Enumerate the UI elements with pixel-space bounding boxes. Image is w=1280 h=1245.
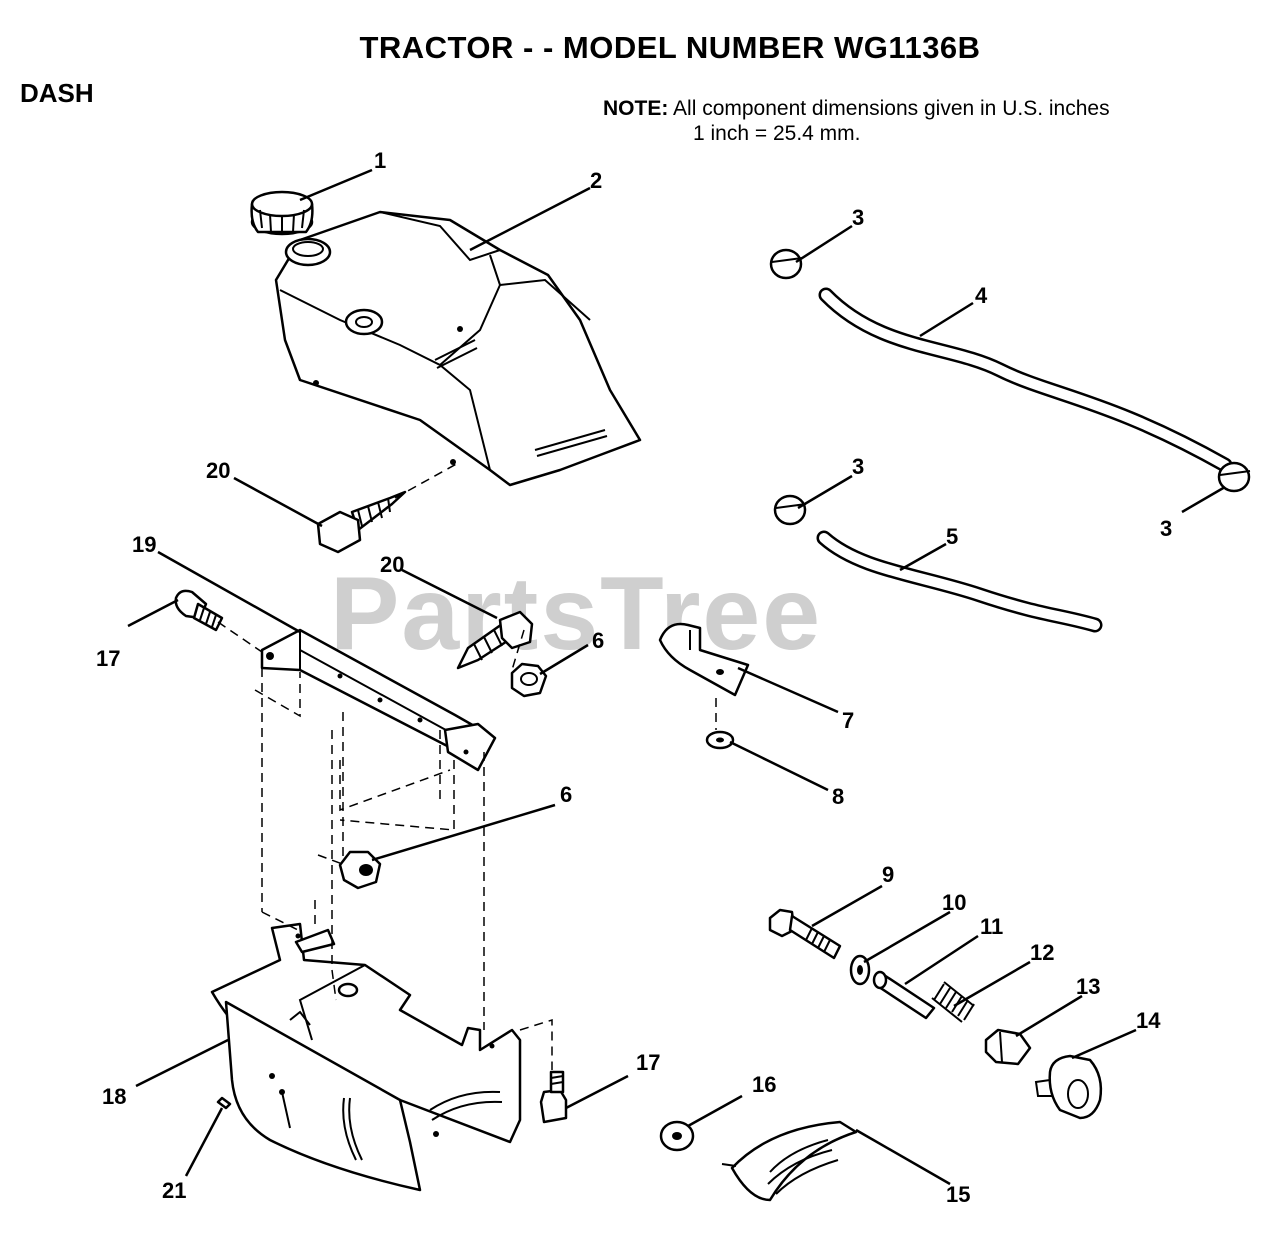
- note-line-1: All component dimensions given in U.S. i…: [673, 97, 1110, 120]
- part-spacer-washer: [849, 954, 871, 986]
- callout-12: 12: [1030, 940, 1054, 965]
- part-compression-spring: [931, 981, 975, 1023]
- callout-4: 4: [975, 283, 988, 308]
- callout-20a: 20: [206, 458, 230, 483]
- callout-8: 8: [832, 784, 844, 809]
- part-spacer-tube: [872, 970, 936, 1020]
- part-shoulder-bolt-lower: [539, 1070, 568, 1124]
- part-fuel-tank: [274, 210, 642, 487]
- callout-21: 21: [162, 1178, 186, 1203]
- part-hose-clamp: [769, 248, 1251, 526]
- callout-7: 7: [842, 708, 854, 733]
- part-hex-screw-upper: [316, 490, 407, 554]
- part-hex-nut-upper: [510, 662, 548, 698]
- callout-19: 19: [132, 532, 156, 557]
- part-carriage-bolt: [768, 908, 842, 960]
- callout-17a: 17: [96, 646, 120, 671]
- callout-17b: 17: [636, 1050, 660, 1075]
- callout-1: 1: [374, 148, 386, 173]
- callout-11: 11: [980, 914, 1003, 939]
- callout-6b: 6: [560, 782, 572, 807]
- part-lever-knob-insert: [984, 1028, 1032, 1066]
- callout-5: 5: [946, 524, 958, 549]
- dimension-note: NOTE: All component dimensions given in …: [603, 96, 1110, 146]
- note-label: NOTE:: [603, 97, 669, 120]
- callout-15: 15: [946, 1182, 970, 1207]
- callout-14: 14: [1136, 1008, 1161, 1033]
- part-shoulder-bolt-upper: [174, 589, 224, 632]
- part-speed-indicator-plate: [721, 1120, 858, 1202]
- part-small-pin: [216, 1096, 232, 1110]
- part-line-clip: [658, 622, 750, 697]
- callout-3a: 3: [852, 205, 864, 230]
- part-fuel-line-long: [818, 287, 1233, 473]
- part-hex-screw-lower: [456, 610, 534, 670]
- callout-3c: 3: [1160, 516, 1172, 541]
- diagram-title: TRACTOR - - MODEL NUMBER WG1136B: [359, 30, 981, 65]
- part-flat-washer: [705, 730, 735, 750]
- part-lever-knob: [1034, 1054, 1103, 1120]
- assembly-guide-lines: [217, 461, 717, 1070]
- callout-3b: 3: [852, 454, 864, 479]
- callout-numbers: 1 2 3 3 3 4 5 6 6 7 8 9 10 11 12 13 14 1…: [96, 148, 1172, 1207]
- callout-6a: 6: [592, 628, 604, 653]
- part-dash-panel: [210, 922, 522, 1192]
- part-hex-nut-lower: [338, 850, 382, 890]
- callout-18: 18: [102, 1084, 126, 1109]
- note-line-2: 1 inch = 25.4 mm.: [693, 122, 861, 145]
- callout-2: 2: [590, 168, 602, 193]
- part-fuel-line-short: [816, 530, 1103, 633]
- callout-10: 10: [942, 890, 966, 915]
- callout-9: 9: [882, 862, 894, 887]
- callout-16: 16: [752, 1072, 776, 1097]
- callout-20b: 20: [380, 552, 404, 577]
- part-fuel-cap: [250, 190, 314, 236]
- section-label: DASH: [20, 78, 94, 108]
- part-dash-bracket: [260, 628, 497, 772]
- callout-leaders: [127, 168, 1226, 1186]
- part-knob-cap: [659, 1120, 695, 1152]
- callout-13: 13: [1076, 974, 1100, 999]
